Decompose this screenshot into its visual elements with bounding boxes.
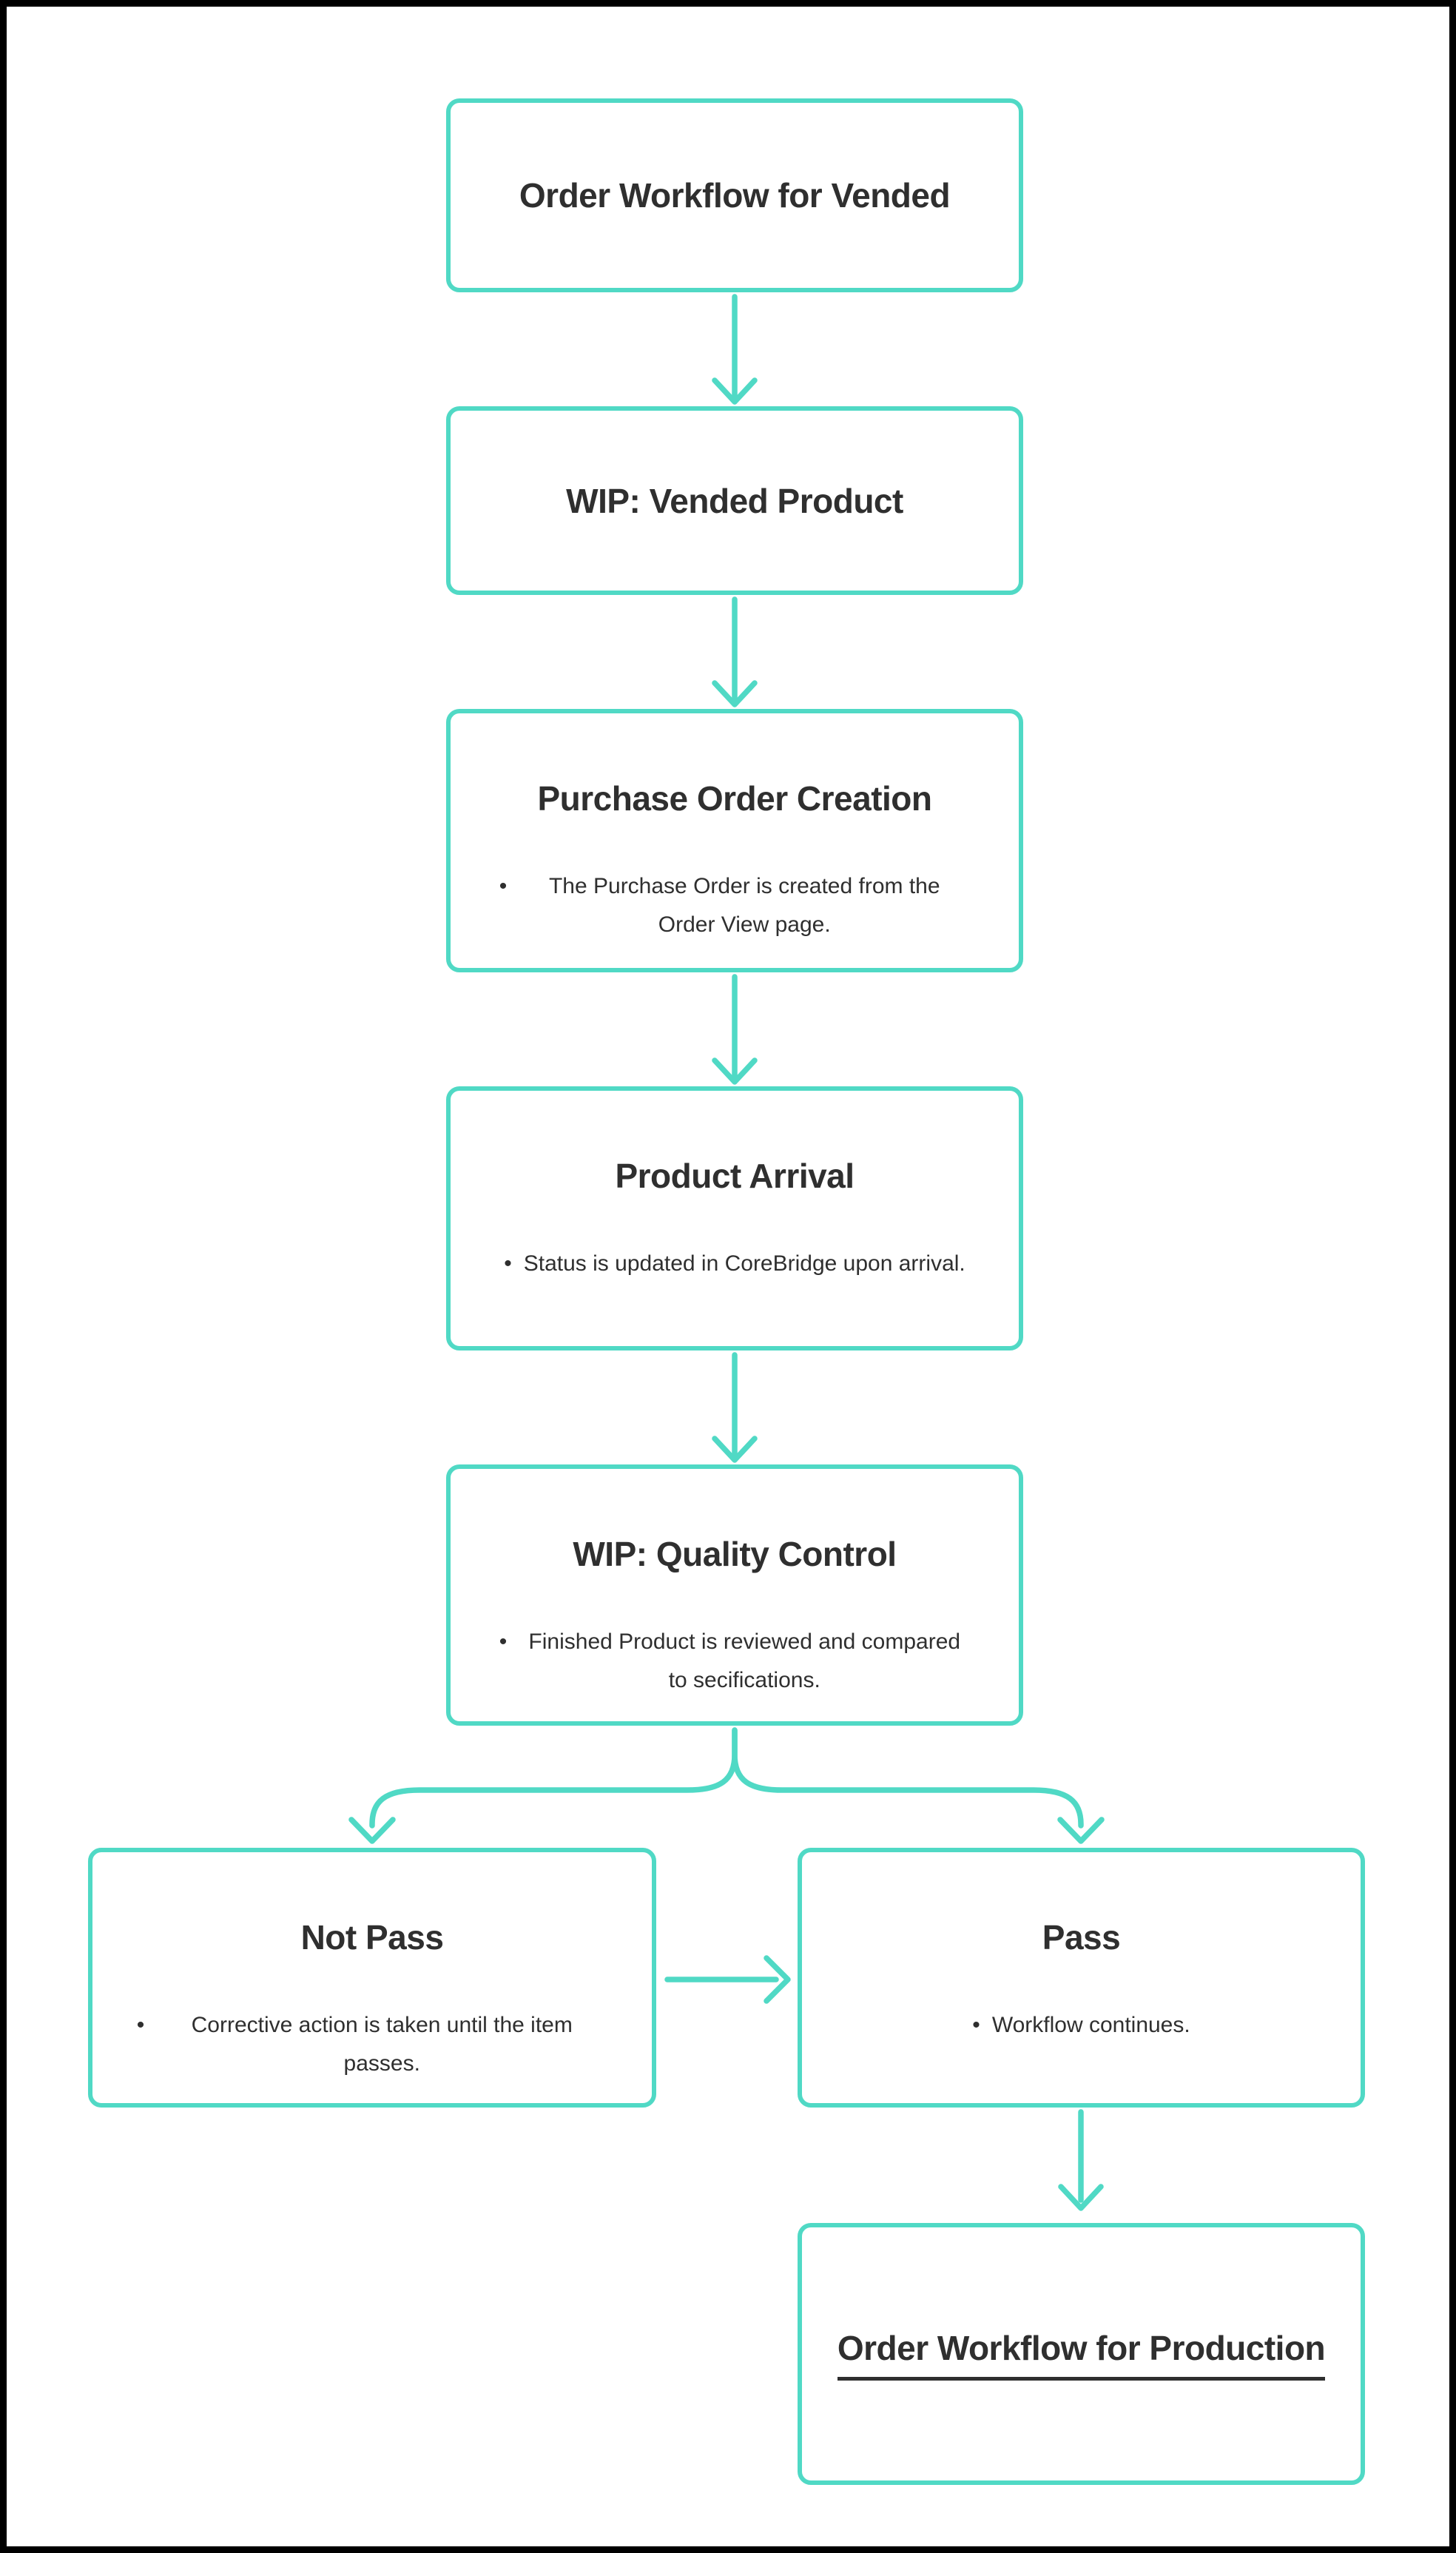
arrow-pass-to-production [1058, 2109, 1104, 2211]
bullet-text: The Purchase Order is created from the O… [548, 874, 940, 937]
node-bullet-item: • Finished Product is reviewed and compa… [499, 1623, 971, 1700]
node-bullet-item: • Corrective action is taken until the i… [137, 2006, 608, 2083]
bullet-dot-icon: • [504, 1251, 512, 1276]
order-workflow-production-link[interactable]: Order Workflow for Production [837, 2328, 1326, 2381]
bullet-dot-icon: • [499, 874, 508, 898]
node-order-workflow-vended: Order Workflow for Vended [446, 98, 1023, 292]
node-order-workflow-production: Order Workflow for Production [798, 2223, 1365, 2485]
node-title: Pass [1042, 1918, 1121, 1957]
node-wip-vended-product: WIP: Vended Product [446, 406, 1023, 595]
bullet-text: Status is updated in CoreBridge upon arr… [523, 1251, 965, 1276]
bullet-text: Finished Product is reviewed and compare… [528, 1629, 961, 1692]
node-product-arrival: Product Arrival • Status is updated in C… [446, 1086, 1023, 1350]
node-title: Order Workflow for Vended [519, 176, 951, 215]
arrow-po-creation-to-product-arrival [712, 974, 758, 1085]
arrow-wip-qc-to-not-pass [348, 1727, 738, 1844]
arrow-wip-vended-to-po-creation [712, 596, 758, 707]
node-wip-quality-control: WIP: Quality Control • Finished Product … [446, 1464, 1023, 1726]
node-bullet-item: • Workflow continues. [972, 2006, 1190, 2045]
node-not-pass: Not Pass • Corrective action is taken un… [88, 1848, 656, 2108]
node-title: Purchase Order Creation [537, 779, 932, 818]
node-title: Product Arrival [615, 1157, 855, 1195]
arrow-product-arrival-to-wip-qc [712, 1352, 758, 1463]
node-title: WIP: Vended Product [566, 481, 903, 520]
node-bullet-item: • Status is updated in CoreBridge upon a… [504, 1245, 965, 1283]
node-pass: Pass • Workflow continues. [798, 1848, 1365, 2108]
node-title: WIP: Quality Control [573, 1535, 897, 1573]
bullet-dot-icon: • [136, 2013, 145, 2037]
bullet-dot-icon: • [972, 2013, 980, 2037]
node-bullet-item: • The Purchase Order is created from the… [499, 867, 971, 944]
arrow-not-pass-to-pass [664, 1955, 791, 2004]
node-purchase-order-creation: Purchase Order Creation • The Purchase O… [446, 709, 1023, 972]
node-title: Not Pass [300, 1918, 444, 1957]
arrow-wip-qc-to-pass [732, 1727, 1105, 1844]
arrow-vended-to-wip-vended [712, 294, 758, 405]
bullet-text: Workflow continues. [991, 2013, 1190, 2037]
bullet-text: Corrective action is taken until the ite… [191, 2013, 573, 2076]
bullet-dot-icon: • [499, 1629, 508, 1654]
